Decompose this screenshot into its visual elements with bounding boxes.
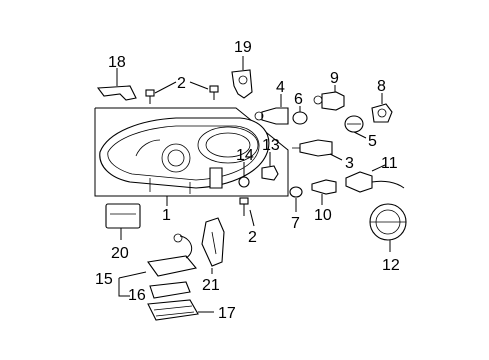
callout-2-lower: 2 — [248, 229, 257, 246]
socket-8 — [371, 103, 393, 123]
callout-11: 11 — [381, 155, 398, 172]
screw-2-top — [145, 85, 219, 104]
callout-10: 10 — [314, 207, 332, 224]
cap-6 — [292, 111, 308, 125]
bulb-9 — [313, 91, 345, 111]
callout-9: 9 — [330, 70, 339, 87]
callout-12: 12 — [382, 257, 400, 274]
callout-2-top: 2 — [177, 75, 186, 92]
lid-16 — [149, 281, 191, 299]
module-20 — [105, 203, 141, 229]
callout-14: 14 — [236, 147, 254, 164]
socket-13 — [261, 165, 279, 181]
bulb-3 — [292, 139, 333, 157]
headlamp-assembly — [99, 117, 270, 194]
bracket-19 — [231, 69, 253, 99]
ballast-16 — [147, 233, 198, 277]
callout-17: 17 — [218, 305, 236, 322]
callout-5: 5 — [368, 133, 377, 150]
base-17 — [147, 299, 199, 321]
socket-harness-11 — [345, 171, 405, 193]
bulb-10 — [311, 179, 337, 195]
callout-21: 21 — [202, 277, 220, 294]
callout-16: 16 — [128, 287, 146, 304]
callout-1: 1 — [162, 207, 171, 224]
bracket-18 — [96, 85, 137, 101]
callout-4: 4 — [276, 79, 285, 96]
grommet-14 — [238, 176, 250, 188]
callout-3: 3 — [345, 155, 354, 172]
callout-19: 19 — [234, 39, 252, 56]
bulb-4 — [254, 107, 289, 125]
cover-12 — [369, 203, 407, 241]
bulb-5 — [344, 115, 364, 133]
bracket-21 — [201, 217, 225, 267]
callout-15: 15 — [95, 271, 113, 288]
cap-7 — [289, 186, 303, 198]
callout-6: 6 — [294, 91, 303, 108]
callout-18: 18 — [108, 54, 126, 71]
headlamp-frame — [94, 107, 289, 197]
callout-20: 20 — [111, 245, 129, 262]
callout-8: 8 — [377, 78, 386, 95]
callout-13: 13 — [262, 137, 280, 154]
callout-7: 7 — [291, 215, 300, 232]
screw-2-lower — [239, 197, 249, 216]
